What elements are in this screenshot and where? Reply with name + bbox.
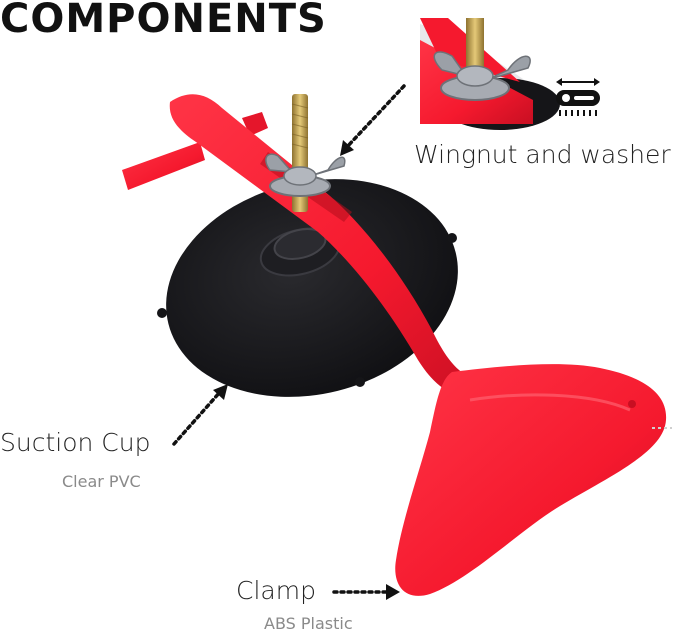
suction-cup-material: Clear PVC (62, 472, 141, 491)
adjust-slider-icon (556, 78, 600, 116)
wingnut-pointer-arrow (340, 84, 406, 156)
wingnut-label: Wingnut and washer (414, 140, 671, 169)
clamp-material: ABS Plastic (264, 614, 353, 633)
suction-cup (157, 179, 458, 397)
clamp-label: Clamp (236, 576, 316, 605)
suction-pointer-arrow (172, 384, 228, 446)
suction-cup-label: Suction Cup (0, 428, 151, 457)
clamp-pointer-arrow (332, 584, 400, 600)
page-title: COMPONENTS (0, 0, 327, 42)
wingnut-inset-photo (420, 18, 560, 130)
wingnut-assembly (265, 94, 346, 212)
clamp-arm (122, 94, 667, 596)
